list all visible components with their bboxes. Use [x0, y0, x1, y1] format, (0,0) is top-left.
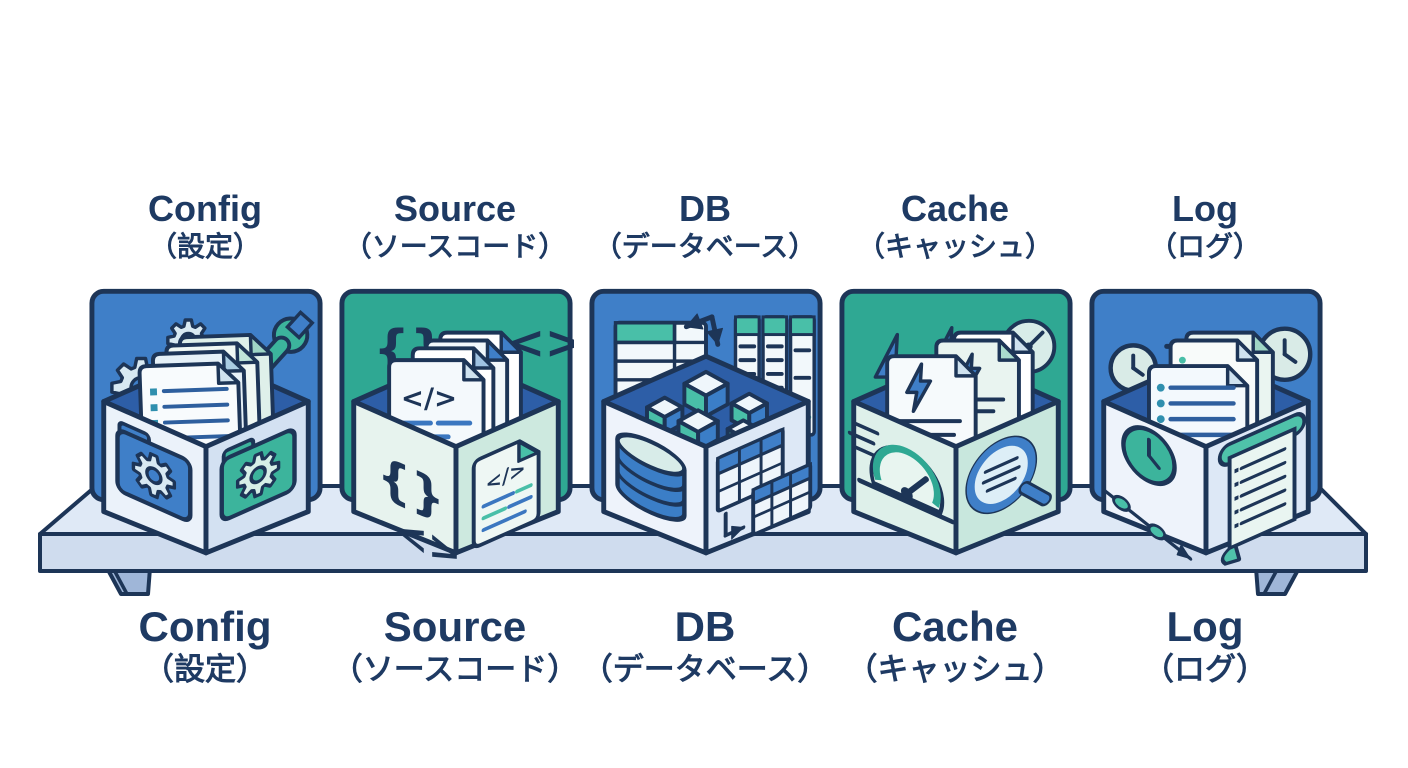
box-graphic-db — [588, 287, 824, 572]
top-label-source-ja: （ソースコード） — [343, 231, 567, 263]
top-label-source: Source（ソースコード） — [295, 188, 615, 264]
shelf-left-leg — [105, 566, 152, 596]
top-label-db-en: DB — [679, 188, 731, 229]
box-graphic-cache — [838, 287, 1074, 572]
tables-transfer-icon — [715, 426, 813, 540]
magnifier-icon — [965, 435, 1052, 515]
folder-gear-icon — [219, 428, 297, 522]
sync-arrow-icon — [683, 313, 724, 347]
top-label-cache-en: Cache — [900, 188, 1010, 229]
box-graphic-log — [1088, 287, 1324, 572]
database-cylinder-icon — [615, 432, 687, 522]
top-label-log-ja: （ログ） — [1148, 231, 1261, 263]
bottom-label-config-en: Config — [138, 603, 272, 650]
bottom-label-cache-en: Cache — [891, 603, 1019, 650]
box-graphic-source: {}<></>{}<></> — [338, 287, 583, 580]
bottom-label-db: DB（データベース） — [545, 602, 865, 688]
table-icon — [613, 320, 708, 402]
bottom-label-source-ja: （ソースコード） — [331, 651, 579, 687]
document-stack — [137, 332, 276, 479]
bottom-label-db-ja: （データベース） — [581, 651, 829, 687]
folder-gear-icon — [115, 421, 193, 522]
db-box — [589, 288, 823, 556]
bottom-label-log-ja: （ログ） — [1143, 651, 1267, 687]
bottom-label-source: Source（ソースコード） — [295, 602, 615, 688]
top-label-config-ja: （設定） — [148, 231, 261, 263]
code-file-icon: </> — [471, 439, 541, 549]
config-box — [89, 288, 323, 556]
top-label-cache: Cache（キャッシュ） — [795, 188, 1115, 264]
bottom-label-config-ja: （設定） — [143, 651, 267, 687]
top-label-log: Log（ログ） — [1045, 188, 1365, 264]
cache-box — [839, 288, 1073, 556]
bottom-label-log-en: Log — [1166, 603, 1244, 650]
top-label-config: Config（設定） — [45, 188, 365, 264]
top-label-cache-ja: （キャッシュ） — [856, 231, 1053, 263]
source-box: {}<></>{}<></> — [339, 288, 583, 580]
bottom-label-cache: Cache（キャッシュ） — [795, 602, 1115, 688]
top-label-log-en: Log — [1172, 188, 1238, 229]
top-label-config-en: Config — [148, 188, 262, 229]
bottom-label-source-en: Source — [383, 603, 527, 650]
svg-text:</>: </> — [401, 382, 457, 414]
top-label-db: DB（データベース） — [545, 188, 865, 264]
clock-timeline-icon — [1103, 425, 1193, 561]
code-document-stack: </> — [387, 330, 523, 469]
bottom-label-log: Log（ログ） — [1045, 602, 1365, 688]
log-box — [1089, 288, 1323, 566]
bottom-label-cache-ja: （キャッシュ） — [846, 651, 1064, 687]
top-label-source-en: Source — [393, 188, 517, 229]
top-label-db-ja: （データベース） — [593, 231, 817, 263]
bottom-label-config: Config（設定） — [45, 602, 365, 688]
box-graphic-config — [88, 287, 324, 572]
speed-gauge-icon — [847, 420, 955, 525]
scroll-icon — [1217, 412, 1307, 566]
bottom-label-db-en: DB — [674, 603, 736, 650]
